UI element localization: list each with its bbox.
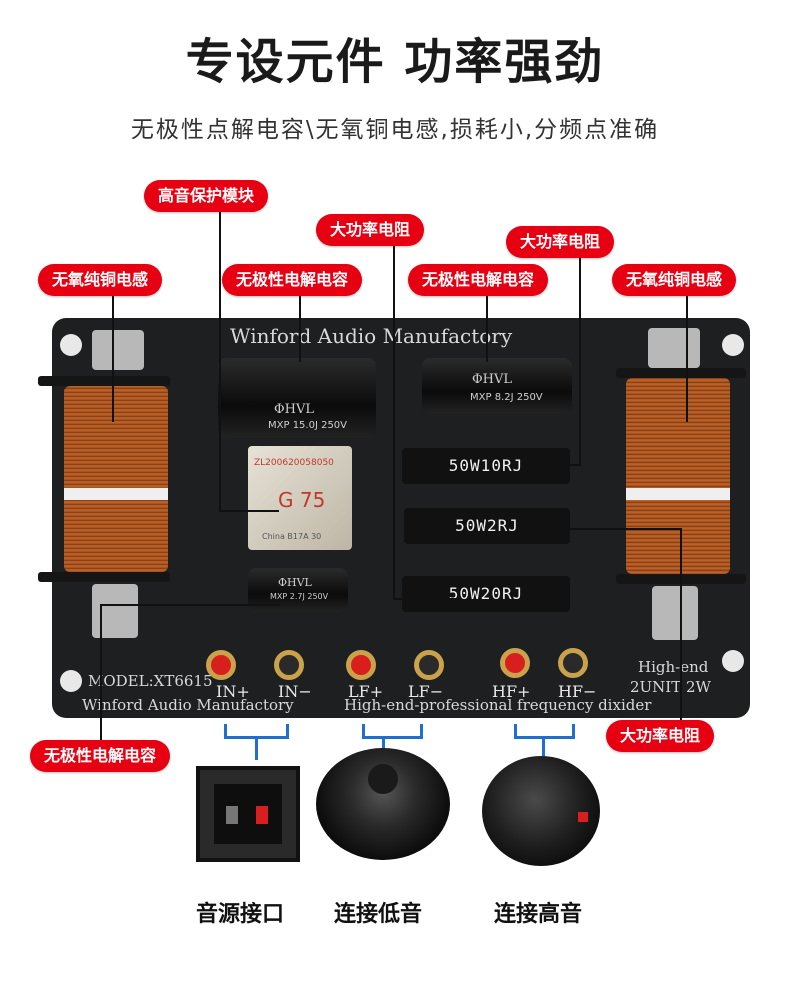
- mount-hole-icon: [60, 670, 82, 692]
- inductor-bracket-bottom: [652, 586, 698, 640]
- connector-bracket: [362, 724, 365, 738]
- terminal-label-lf-plus: LF+: [348, 682, 384, 701]
- output-tweeter-label: 连接高音: [494, 902, 583, 927]
- board-brand-top: Winford Audio Manufactory: [230, 324, 513, 348]
- leader-line: [100, 604, 280, 606]
- leader-line: [393, 598, 457, 600]
- cable-tie: [626, 488, 730, 500]
- leader-line: [560, 528, 682, 530]
- board-brand-bottom: Winford Audio Manufactory: [82, 696, 294, 714]
- terminal-label-hf-minus: HF−: [558, 682, 597, 701]
- cap-brand: ΦHVL: [472, 372, 513, 387]
- resistor-50w20rj: 50W20RJ: [402, 576, 570, 612]
- terminal-label-in-plus: IN+: [216, 682, 250, 701]
- page-title: 专设元件 功率强劲: [185, 34, 605, 90]
- module-origin: China B17A 30: [262, 532, 322, 541]
- inductor-flange: [616, 368, 746, 378]
- module-code: ZL200620058050: [254, 458, 334, 468]
- cap-spec: MXP 15.0J 250V: [268, 420, 348, 431]
- connector-bracket: [362, 736, 423, 739]
- output-source-label: 音源接口: [196, 902, 285, 927]
- terminal-label-in-minus: IN−: [278, 682, 312, 701]
- label-capacitor-1: 无极性电解电容: [222, 264, 363, 296]
- leader-line: [299, 296, 301, 362]
- cap-spec: MXP 2.7J 250V: [270, 592, 329, 601]
- tweeter-protection-module: ZL200620058050 G 75 China B17A 30: [248, 446, 352, 550]
- leader-line: [393, 244, 395, 600]
- output-woofer-label: 连接低音: [334, 902, 423, 927]
- inductor-bracket-bottom: [92, 584, 138, 638]
- label-tweeter-protection: 高音保护模块: [144, 180, 269, 212]
- terminal-in-plus[interactable]: [206, 650, 236, 680]
- capacitor-top-right: ΦHVL MXP 8.2J 250V: [422, 358, 572, 414]
- leader-line: [100, 604, 102, 740]
- leader-line: [112, 296, 114, 422]
- cap-brand: ΦHVL: [278, 576, 312, 589]
- board-units: 2UNIT 2W: [630, 678, 711, 696]
- leader-line: [680, 528, 682, 724]
- terminal-lf-plus[interactable]: [346, 650, 376, 680]
- connector-bracket: [420, 724, 423, 738]
- cap-brand: ΦHVL: [274, 402, 315, 417]
- label-capacitor-3: 无极性电解电容: [30, 740, 171, 772]
- inductor-left-icon: [64, 386, 168, 572]
- inductor-bracket-top: [92, 330, 144, 370]
- leader-line: [219, 510, 279, 512]
- capacitor-top-left: ΦHVL MXP 15.0J 250V: [218, 358, 376, 438]
- connector-bracket: [514, 724, 517, 738]
- woofer-speaker-icon: [316, 748, 450, 860]
- tweeter-speaker-icon: [482, 756, 600, 866]
- label-capacitor-2: 无极性电解电容: [408, 264, 549, 296]
- label-power-resistor-1: 大功率电阻: [316, 214, 425, 246]
- module-label: G 75: [278, 488, 326, 512]
- board-model: MODEL:XT6615: [88, 672, 213, 690]
- page-subtitle: 无极性点解电容\无氧铜电感,损耗小,分频点准确: [130, 117, 660, 143]
- connector-bracket: [224, 724, 227, 738]
- inductor-flange: [38, 572, 170, 582]
- terminal-label-hf-plus: HF+: [492, 682, 531, 701]
- label-power-resistor-3: 大功率电阻: [606, 720, 715, 752]
- leader-line: [486, 296, 488, 362]
- connector-bracket: [542, 736, 545, 760]
- leader-line: [579, 252, 581, 466]
- connector-bracket: [286, 724, 289, 738]
- connector-bracket: [255, 736, 258, 760]
- label-power-resistor-2: 大功率电阻: [506, 226, 615, 258]
- terminal-hf-minus[interactable]: [558, 648, 588, 678]
- cable-tie: [64, 488, 168, 500]
- inductor-bracket-top: [648, 328, 700, 368]
- terminal-lf-minus[interactable]: [414, 650, 444, 680]
- mount-hole-icon: [722, 334, 744, 356]
- terminal-label-lf-minus: LF−: [408, 682, 444, 701]
- board-tagline: High-end-professional frequency dixider: [344, 696, 652, 714]
- label-inductor-left: 无氧纯铜电感: [38, 264, 163, 296]
- leader-line: [219, 196, 221, 512]
- crossover-board: Winford Audio Manufactory ΦHVL MXP 15.0J…: [38, 318, 750, 718]
- resistor-50w10rj: 50W10RJ: [402, 448, 570, 484]
- terminal-hf-plus[interactable]: [500, 648, 530, 678]
- leader-line: [540, 464, 580, 466]
- inductor-right-icon: [626, 378, 730, 574]
- inductor-flange: [38, 376, 170, 386]
- leader-line: [686, 296, 688, 422]
- connector-bracket: [572, 724, 575, 738]
- resistor-50w2rj: 50W2RJ: [404, 508, 570, 544]
- label-inductor-right: 无氧纯铜电感: [612, 264, 737, 296]
- cap-spec: MXP 8.2J 250V: [470, 392, 543, 403]
- board-high-end: High-end: [638, 658, 709, 676]
- terminal-in-minus[interactable]: [274, 650, 304, 680]
- mount-hole-icon: [722, 650, 744, 672]
- source-input-plate-icon: [196, 766, 300, 862]
- mount-hole-icon: [60, 334, 82, 356]
